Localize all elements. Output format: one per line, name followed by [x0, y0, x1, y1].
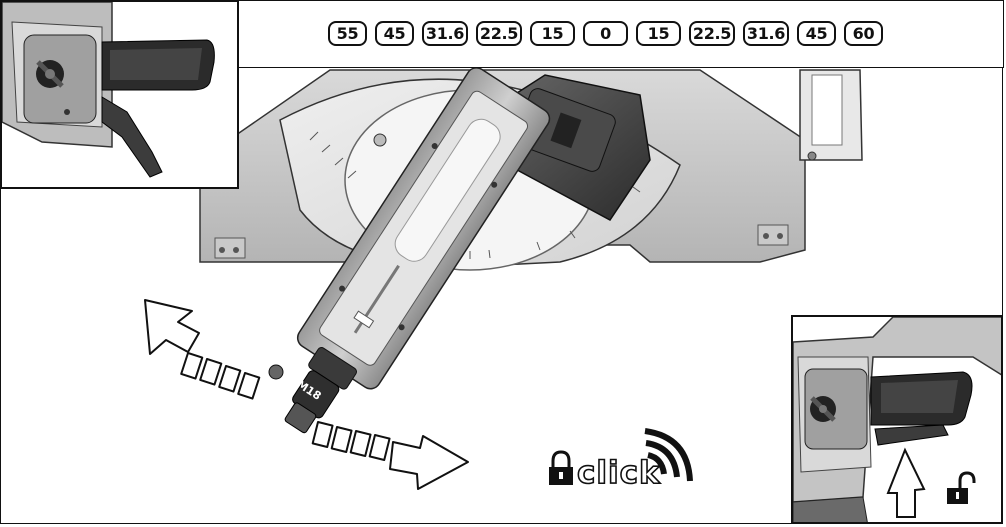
angle-chip: 45 [797, 21, 836, 46]
angle-chip: 45 [375, 21, 414, 46]
saw-arm [284, 67, 551, 434]
angle-chip: 60 [844, 21, 883, 46]
angle-chip: 15 [530, 21, 575, 46]
padlock-unlocked-icon [947, 471, 976, 504]
angle-chip: 31.6 [422, 21, 468, 46]
angle-chip-center: 0 [583, 21, 628, 46]
fence [799, 69, 863, 161]
angle-chip: 31.6 [743, 21, 789, 46]
up-arrow-icon [886, 447, 926, 518]
angle-chip: 55 [328, 21, 367, 46]
lock-knob [810, 396, 836, 422]
padlock-locked-icon [549, 450, 573, 485]
lock-knob [268, 364, 284, 380]
double-headed-arrow-icon [144, 299, 469, 490]
angle-chip: 22.5 [476, 21, 522, 46]
inset-detent-locked [0, 0, 239, 189]
inset-detent-unlocked [791, 315, 1003, 524]
click-label: click [577, 455, 661, 491]
angle-scale-panel [237, 0, 1004, 68]
sound-waves-icon [644, 428, 693, 482]
detent-lever-unlocked-illustration [793, 317, 1001, 522]
detent-lever-locked-illustration [2, 2, 215, 178]
lock-knob [36, 60, 64, 88]
angle-scale: 55 45 31.6 22.5 15 0 15 22.5 31.6 45 60 [328, 21, 883, 46]
angle-chip: 22.5 [689, 21, 735, 46]
angle-chip: 15 [636, 21, 681, 46]
